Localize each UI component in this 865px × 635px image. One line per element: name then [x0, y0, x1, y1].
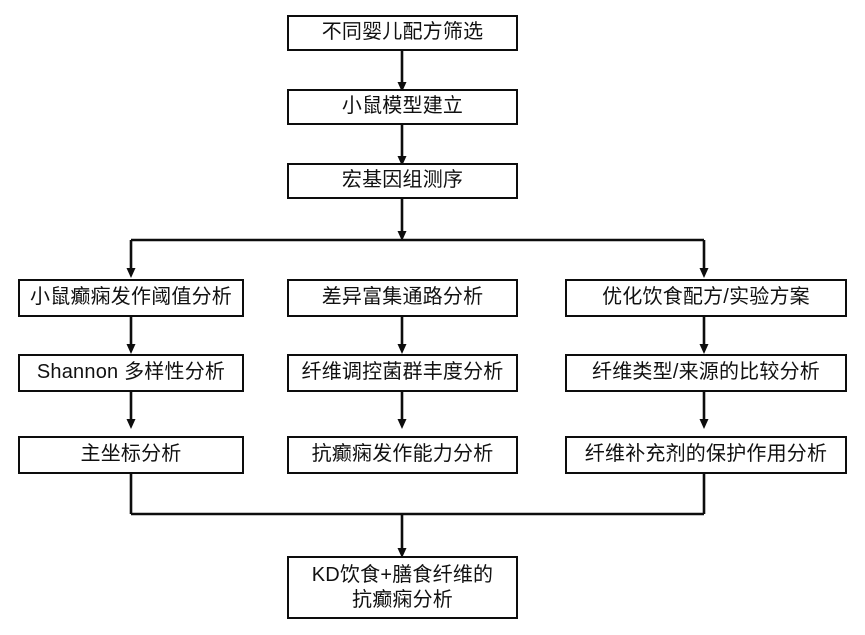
node-differential-pathway-analysis[interactable]: 差异富集通路分析: [287, 279, 518, 317]
node-fiber-type-source-comparison[interactable]: 纤维类型/来源的比较分析: [565, 354, 847, 392]
node-metagenomic-sequencing[interactable]: 宏基因组测序: [287, 163, 518, 199]
node-principal-coordinate-analysis[interactable]: 主坐标分析: [18, 436, 244, 474]
node-shannon-diversity-analysis[interactable]: Shannon 多样性分析: [18, 354, 244, 392]
node-antiseizure-capacity-analysis[interactable]: 抗癫痫发作能力分析: [287, 436, 518, 474]
node-optimized-diet-protocol[interactable]: 优化饮食配方/实验方案: [565, 279, 847, 317]
node-fiber-microbiota-abundance-analysis[interactable]: 纤维调控菌群丰度分析: [287, 354, 518, 392]
node-kd-diet-fiber-antiseizure-analysis[interactable]: KD饮食+膳食纤维的 抗癫痫分析: [287, 556, 518, 619]
node-seizure-threshold-analysis[interactable]: 小鼠癫痫发作阈值分析: [18, 279, 244, 317]
node-fiber-supplement-protection-analysis[interactable]: 纤维补充剂的保护作用分析: [565, 436, 847, 474]
node-formula-screening[interactable]: 不同婴儿配方筛选: [287, 15, 518, 51]
node-mouse-model[interactable]: 小鼠模型建立: [287, 89, 518, 125]
